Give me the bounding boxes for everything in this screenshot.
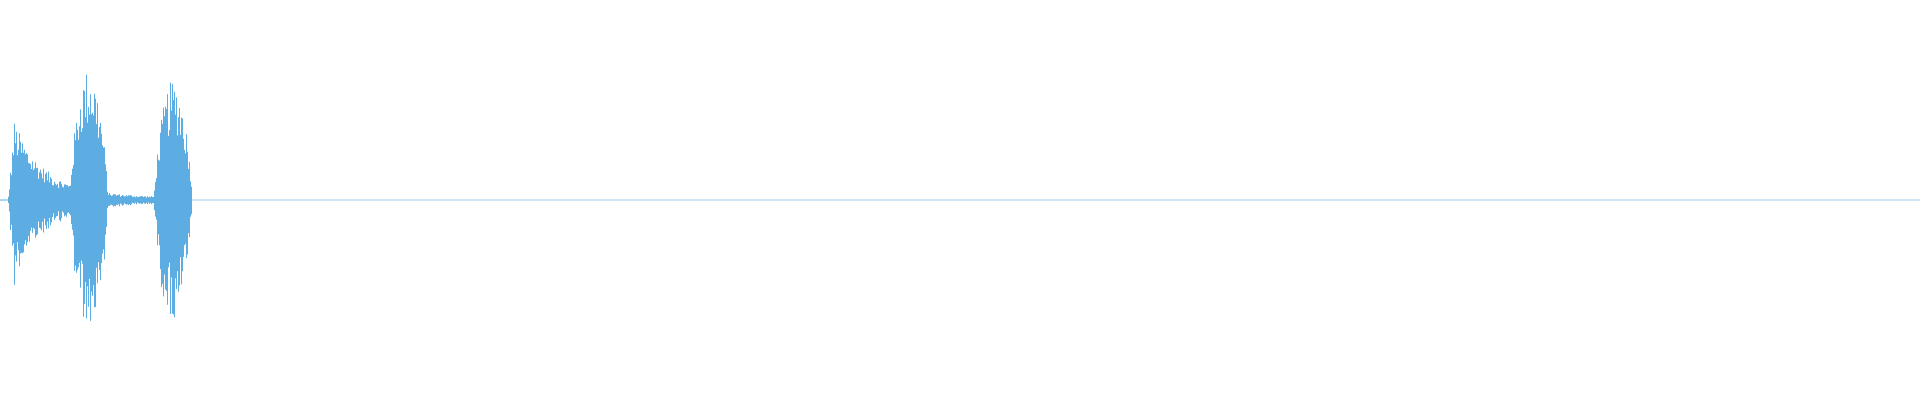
- waveform-samples: [0, 74, 192, 321]
- waveform-trace: [0, 74, 192, 321]
